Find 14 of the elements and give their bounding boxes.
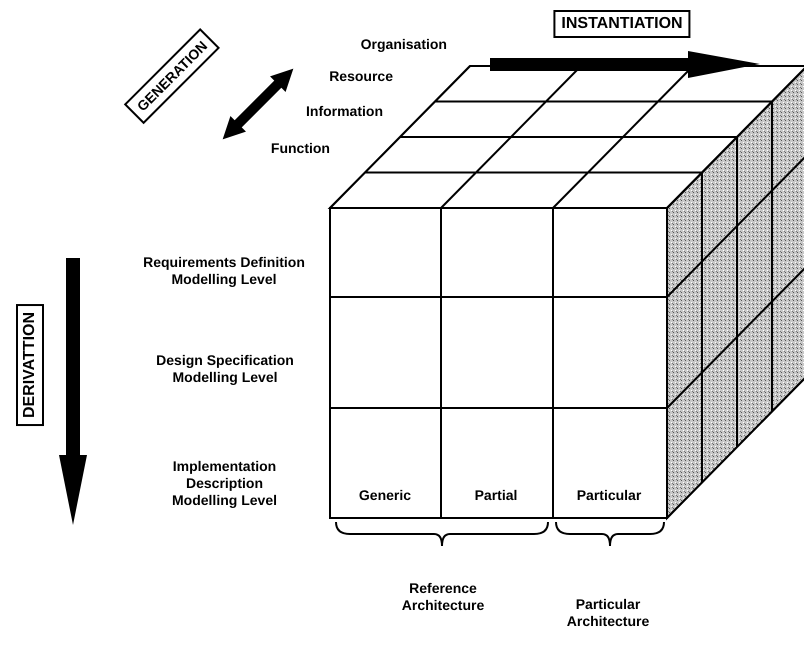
bracket-label: Reference Architecture	[400, 580, 486, 614]
layer-label: Resource	[328, 68, 393, 85]
level-label: Requirements Definition Modelling Level	[142, 254, 306, 288]
bracket-label: Particular Architecture	[566, 596, 650, 630]
column-label: Partial	[474, 487, 518, 504]
layer-label: Organisation	[360, 36, 447, 53]
level-label: Design Specification Modelling Level	[155, 352, 295, 386]
axis-title: INSTANTIATION	[553, 10, 691, 38]
layer-label: Function	[270, 140, 330, 157]
level-label: Implementation Description Modelling Level	[170, 458, 278, 509]
column-label: Particular	[576, 487, 642, 504]
layer-label: Information	[305, 103, 383, 120]
column-label: Generic	[358, 487, 412, 504]
axis-title: DERIVATTION	[16, 304, 44, 426]
